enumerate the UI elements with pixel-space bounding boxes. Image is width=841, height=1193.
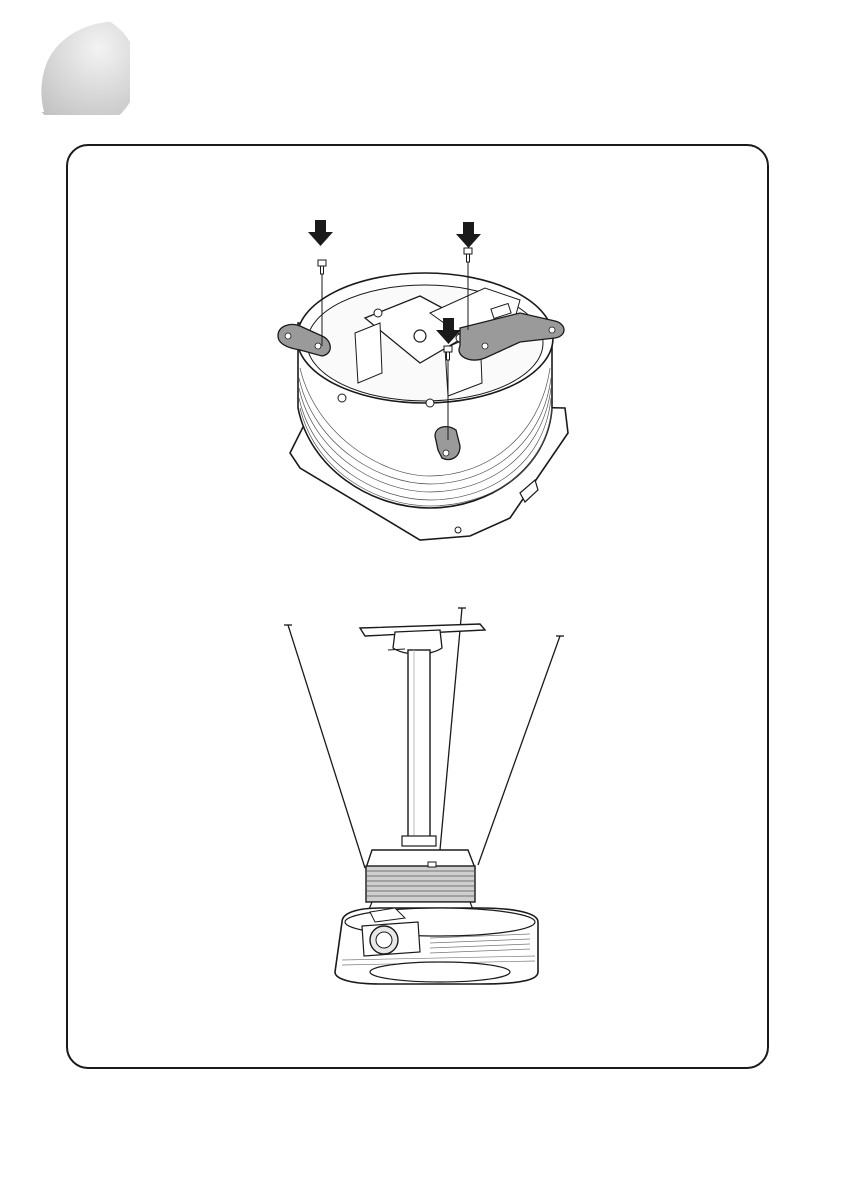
- figure-bracket-attachment: [270, 218, 580, 548]
- projector-icon: [335, 908, 538, 984]
- corner-tab-decoration: [0, 0, 130, 115]
- figure-ceiling-mount-installation: [280, 600, 570, 990]
